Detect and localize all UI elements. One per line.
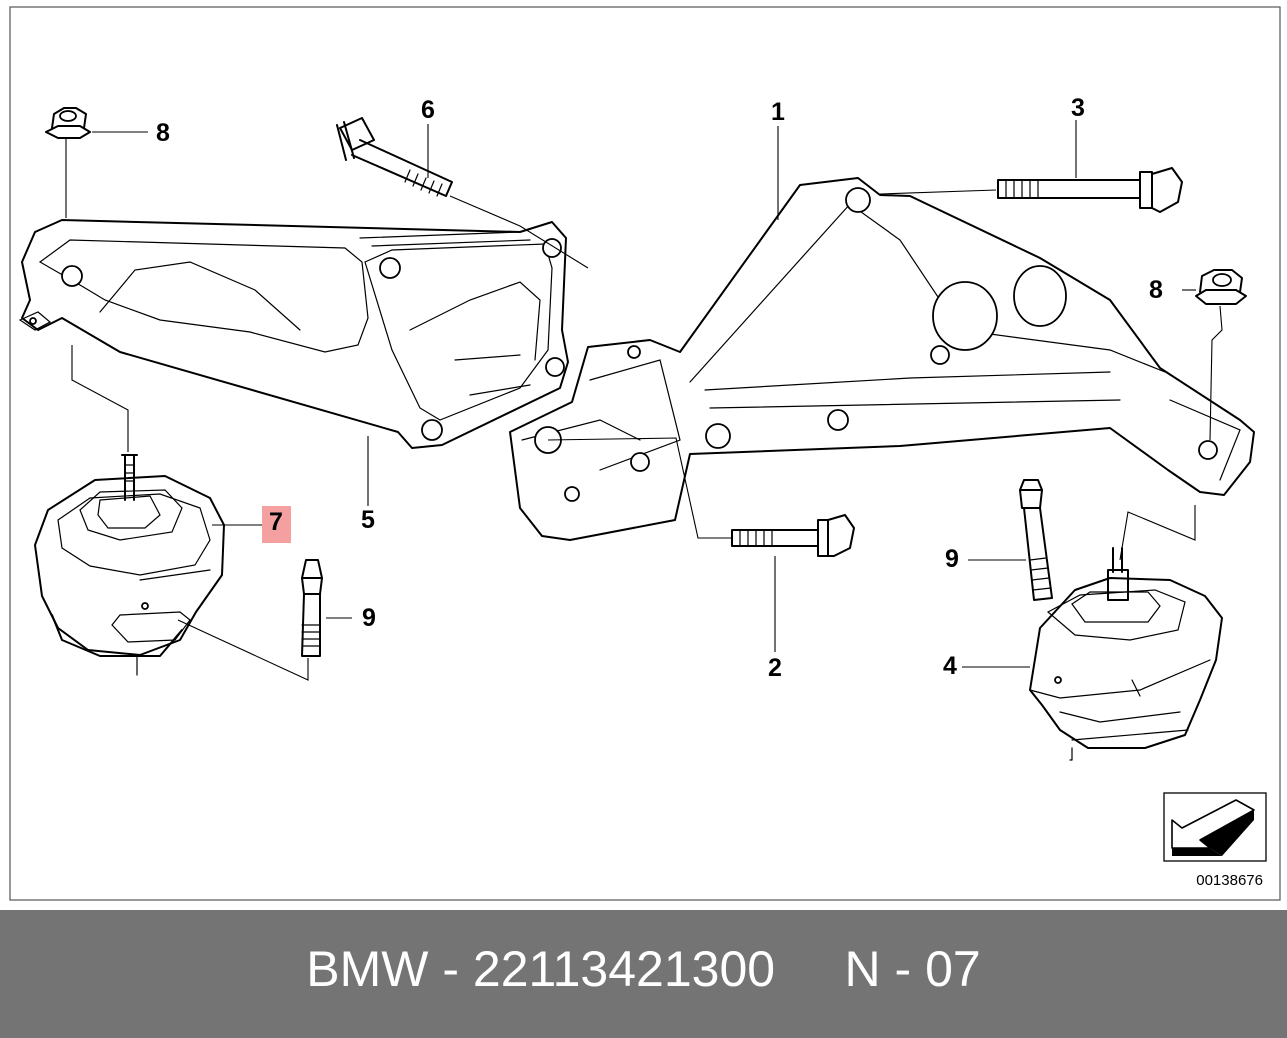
bolt-part-2[interactable] [731,514,855,557]
bracket-part-5[interactable] [18,219,569,449]
callout-9-right[interactable]: 9 [945,545,959,573]
callout-6[interactable]: 6 [421,96,435,124]
callout-8-right[interactable]: 8 [1149,276,1163,304]
engine-mount-part-4[interactable] [1029,547,1223,761]
bracket-part-1[interactable] [509,177,1255,541]
part-number-footer: BMW - 22113421300 N - 07 [0,910,1287,1038]
callout-8-left[interactable]: 8 [156,119,170,147]
parts-diagram-panel: 7 8 6 5 1 3 8 2 9 9 4 00138676 [9,6,1281,901]
nut-part-8-left[interactable] [45,107,91,139]
highlight-box [262,506,291,543]
callout-4[interactable]: 4 [943,652,957,680]
bolt-part-9-left[interactable] [301,559,323,657]
callout-5[interactable]: 5 [361,506,375,534]
parts-diagram: 7 8 6 5 1 3 8 2 9 9 4 00138676 [9,6,1281,901]
callout-7[interactable]: 7 [269,508,283,536]
diagram-border [9,6,1281,901]
callout-2[interactable]: 2 [768,654,782,682]
callout-1[interactable]: 1 [771,98,785,126]
bolt-part-9-right[interactable] [1019,479,1053,601]
callout-9-left[interactable]: 9 [362,604,376,632]
leader-lines [65,120,1223,681]
engine-mount-part-7[interactable] [34,454,225,676]
diagram-code: 00138676 [1196,872,1263,889]
callout-3[interactable]: 3 [1071,94,1085,122]
arrow-left-down-icon [1163,792,1267,862]
bolt-part-3[interactable] [997,167,1183,213]
nut-part-8-right[interactable] [1195,269,1247,305]
part-number-text: BMW - 22113421300 N - 07 [306,941,981,997]
bolt-part-6[interactable] [336,117,453,197]
